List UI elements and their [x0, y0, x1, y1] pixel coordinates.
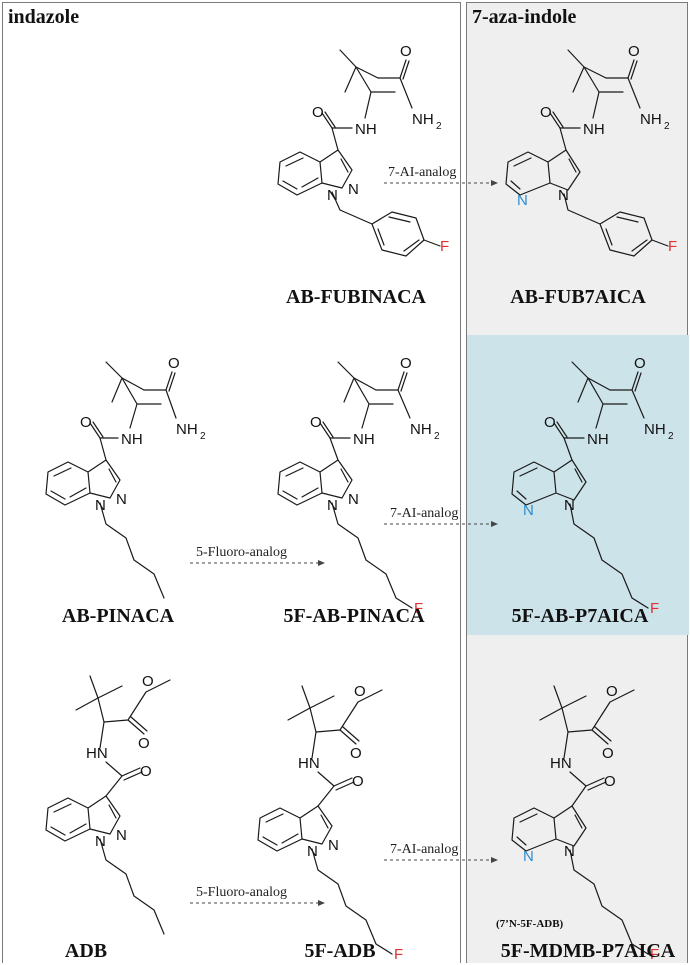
heading-aza-indole: 7-aza-indole: [472, 6, 577, 28]
atom-nh2: NH: [176, 421, 198, 438]
atom-n: N: [558, 187, 569, 204]
atom-nh2: NH: [412, 111, 434, 128]
arrow-label-7ai-row2: 7-AI-analog: [390, 506, 458, 521]
atom-o: O: [400, 43, 412, 60]
atom-n-aza: N: [517, 192, 528, 209]
arrow-label-fluoro-row2: 5-Fluoro-analog: [196, 545, 287, 560]
compound-name-5f-ab-p7aica: 5F-AB-P7AICA: [511, 605, 649, 627]
atom-n: N: [327, 497, 338, 514]
atom-hn: HN: [550, 755, 572, 772]
atom-hn: HN: [86, 745, 108, 762]
structure-ab-pinaca: [45, 361, 177, 599]
atom-sub2: 2: [434, 431, 440, 442]
atom-o-ester: O: [142, 673, 154, 690]
structure-5f-ab-pinaca: [277, 361, 413, 609]
atom-o: O: [80, 414, 92, 431]
atom-o: O: [310, 414, 322, 431]
atom-n: N: [95, 833, 106, 850]
arrow-label-fluoro-row3: 5-Fluoro-analog: [196, 885, 287, 900]
compound-name-ab-fubinaca: AB-FUBINACA: [286, 286, 426, 308]
atom-o: O: [540, 104, 552, 121]
compound-note-7n-5f-adb: (7’N-5F-ADB): [496, 918, 564, 930]
atom-o: O: [400, 355, 412, 372]
compound-name-5f-adb: 5F-ADB: [304, 940, 376, 962]
atom-o: O: [138, 735, 150, 752]
atom-n-aza: N: [523, 848, 534, 865]
arrow-label-7ai-row1: 7-AI-analog: [388, 165, 456, 180]
atom-n: N: [307, 843, 318, 860]
atom-n: N: [116, 827, 127, 844]
atom-f: F: [650, 946, 659, 963]
atom-o: O: [544, 414, 556, 431]
atom-sub2: 2: [436, 121, 442, 132]
compound-name-ab-pinaca: AB-PINACA: [61, 605, 175, 627]
atom-nh: NH: [583, 121, 605, 138]
atom-nh2: NH: [640, 111, 662, 128]
heading-indazole: indazole: [8, 6, 80, 28]
atom-n: N: [348, 181, 359, 198]
compound-name-adb: ADB: [64, 940, 108, 962]
structure-5f-mdmb-p7aica: [511, 685, 649, 955]
atom-o: O: [352, 773, 364, 790]
atom-n: N: [95, 497, 106, 514]
atom-hn: HN: [298, 755, 320, 772]
atom-o: O: [628, 43, 640, 60]
compound-name-5f-ab-pinaca: 5F-AB-PINACA: [283, 605, 425, 627]
atom-n: N: [327, 187, 338, 204]
atom-n: N: [564, 843, 575, 860]
atom-o: O: [602, 745, 614, 762]
structure-5f-ab-p7aica: [511, 361, 649, 609]
atom-o: O: [634, 355, 646, 372]
atom-n: N: [564, 497, 575, 514]
atom-nh: NH: [355, 121, 377, 138]
atom-nh: NH: [353, 431, 375, 448]
compound-name-ab-fub7aica: AB-FUB7AICA: [510, 286, 646, 308]
highlight-5f-ab-p7aica: [467, 335, 689, 635]
atom-f: F: [440, 238, 449, 255]
atom-n: N: [348, 491, 359, 508]
atom-nh: NH: [121, 431, 143, 448]
structure-5f-adb: [257, 685, 393, 955]
atom-o: O: [140, 763, 152, 780]
atom-sub2: 2: [200, 431, 206, 442]
atom-o-ester: O: [354, 683, 366, 700]
atom-o: O: [312, 104, 324, 121]
atom-nh: NH: [587, 431, 609, 448]
atom-o: O: [168, 355, 180, 372]
atom-n-aza: N: [523, 502, 534, 519]
atom-f: F: [394, 946, 403, 963]
atom-nh2: NH: [410, 421, 432, 438]
atom-sub2: 2: [668, 431, 674, 442]
structure-adb: [45, 675, 171, 935]
compound-name-5f-mdmb-p7aica: 5F-MDMB-P7AICA: [500, 940, 676, 962]
structure-ab-fub7aica: [505, 49, 669, 257]
atom-f: F: [414, 600, 423, 617]
atom-sub2: 2: [664, 121, 670, 132]
atom-n: N: [116, 491, 127, 508]
atom-n: N: [328, 837, 339, 854]
arrow-label-7ai-row3: 7-AI-analog: [390, 842, 458, 857]
atom-o-ester: O: [606, 683, 618, 700]
atom-o: O: [350, 745, 362, 762]
structure-ab-fubinaca: [277, 49, 441, 257]
atom-o: O: [604, 773, 616, 790]
atom-f: F: [668, 238, 677, 255]
atom-f: F: [650, 600, 659, 617]
atom-nh2: NH: [644, 421, 666, 438]
